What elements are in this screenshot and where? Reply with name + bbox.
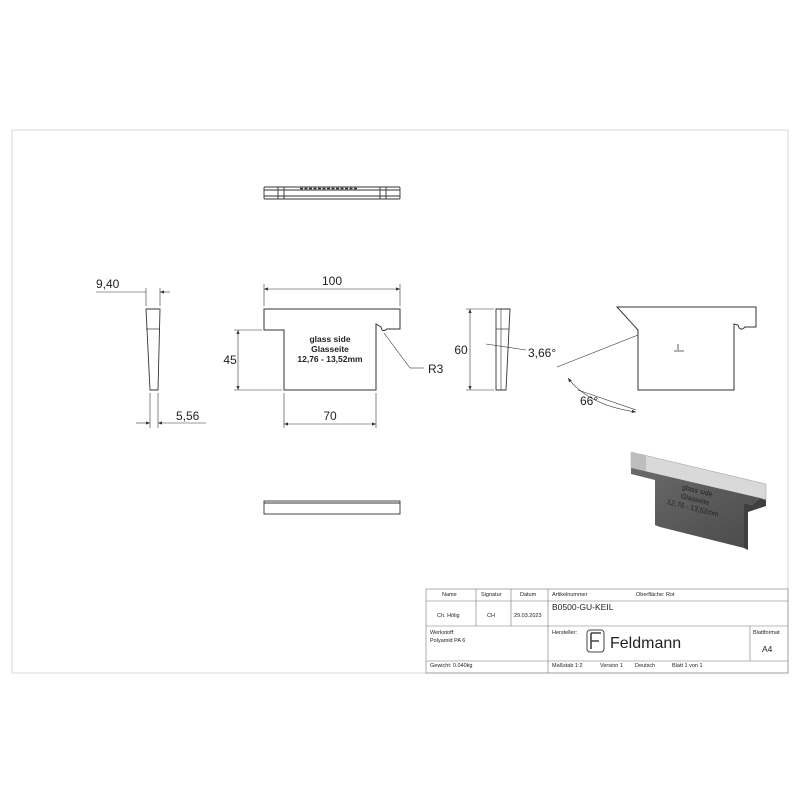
bottom-view [263, 500, 401, 515]
rotated-view [556, 306, 757, 414]
tb-name: Ch. Hölig [437, 613, 460, 619]
company-logo-text: Feldmann [610, 635, 681, 652]
title-block [425, 588, 789, 674]
dim-width: 100 [322, 274, 342, 288]
tb-material: Polyamid PA 6 [430, 638, 465, 644]
tb-scale: Maßstab 1:2 [552, 663, 583, 669]
part-label-line1: glass side [309, 334, 350, 344]
tb-weight: Gewicht: 0.040kg [430, 663, 473, 669]
part-label-line2: Glasseite [311, 344, 349, 354]
dim-top-thickness: 9,40 [96, 277, 120, 291]
part-label-line3: 12,76 - 13,52mm [297, 354, 363, 364]
sheet-frame [11, 129, 789, 674]
tb-article-number: B0500-GU-KEIL [552, 602, 614, 612]
feldmann-logo-icon [586, 629, 605, 653]
dim-bottom-thickness: 5,56 [176, 409, 200, 423]
dim-side-height: 60 [454, 343, 468, 357]
dim-rotation-angle: 66° [580, 394, 598, 408]
tb-sheet: Blatt 1 von 1 [672, 663, 703, 669]
left-side-view [96, 288, 206, 428]
tb-date: 29.03.2023 [514, 613, 542, 619]
front-view [234, 284, 424, 428]
tb-signature-header: Signatur [481, 592, 502, 598]
right-side-view [466, 308, 527, 391]
dim-inner-width: 70 [323, 409, 337, 423]
top-view [263, 186, 401, 200]
tb-version: Version 1 [600, 663, 623, 669]
tb-surface: Oberfläche: Rot [636, 592, 675, 598]
tb-sheet-format: A4 [762, 644, 773, 654]
tb-manufacturer-header: Hersteller: [552, 630, 578, 636]
tb-date-header: Datum [520, 592, 537, 598]
dim-height: 45 [223, 353, 237, 367]
tb-sheet-format-header: Blattformat [753, 630, 780, 636]
dim-wedge-angle: 3,66° [528, 346, 556, 360]
tb-name-header: Name [442, 592, 457, 598]
product-render [630, 451, 767, 550]
tb-signature: CH [487, 613, 495, 619]
tb-article-header: Artikelnummer [552, 592, 588, 598]
tb-language: Deutsch [635, 663, 655, 669]
dim-radius: R3 [428, 362, 444, 376]
tb-material-header: Werkstoff: [430, 630, 455, 636]
